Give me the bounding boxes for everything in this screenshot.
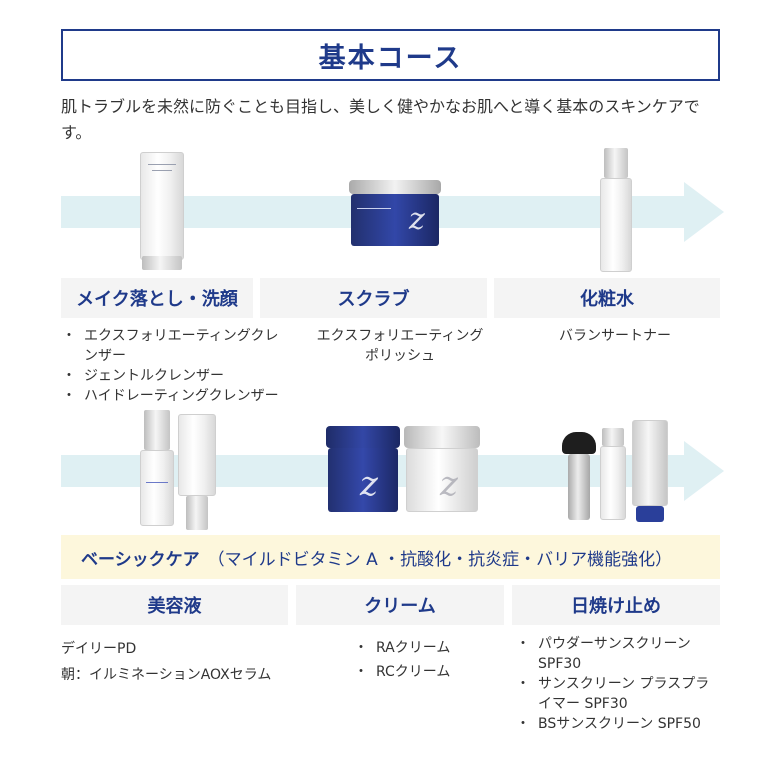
list-item: RAクリーム — [354, 636, 494, 660]
list-item: ハイドレーティングクレンザー — [62, 386, 290, 406]
step-header-sunscreen: 日焼け止め — [512, 585, 720, 625]
list-item: ポリッシュ — [365, 348, 435, 364]
intro-text: 肌トラブルを未然に防ぐことも目指し、美しく健やかなお肌へと導く基本のスキンケアで… — [61, 97, 700, 142]
list-item: エクスフォリエーティング — [316, 328, 484, 344]
step-label: 美容液 — [147, 596, 202, 617]
basic-care-subtitle: （マイルドビタミン A ・抗酸化・抗炎症・バリア機能強化） — [207, 549, 673, 570]
step-header-makeup-removal: メイク落とし・洗顔 — [61, 278, 253, 318]
daily-pd-bottle-image — [140, 410, 174, 526]
list-item: RCクリーム — [354, 660, 494, 684]
list-item: エクスフォリエーティングクレンザー — [62, 326, 290, 366]
exfoliating-polish-jar-image: z — [349, 180, 441, 246]
list-item: BSサンスクリーン SPF50 — [516, 714, 720, 734]
page-title: 基本コース — [318, 42, 463, 74]
list-item: ジェントルクレンザー — [62, 366, 290, 386]
step-label: 日焼け止め — [571, 596, 661, 617]
ra-cream-jar-image: z — [326, 426, 400, 512]
flow-arrow-head-1 — [684, 182, 724, 242]
balancer-toner-bottle-image — [600, 148, 632, 272]
sunscreen-product-list: パウダーサンスクリーン SPF30 サンスクリーン プラスプライマー SPF30… — [516, 634, 720, 734]
step-label: スクラブ — [337, 289, 410, 310]
step-header-serum: 美容液 — [61, 585, 288, 625]
section-title-box: 基本コース — [61, 29, 720, 81]
list-item: バランサートナー — [559, 328, 671, 344]
step-label: クリーム — [364, 596, 436, 617]
powder-sunscreen-brush-image — [562, 432, 596, 520]
step-header-cream: クリーム — [296, 585, 504, 625]
cream-product-list: RAクリーム RCクリーム — [354, 636, 494, 684]
illumination-aox-serum-image — [178, 414, 216, 530]
makeup-removal-product-list: エクスフォリエーティングクレンザー ジェントルクレンザー ハイドレーティングクレ… — [62, 326, 290, 406]
rc-cream-jar-image: z — [404, 426, 480, 512]
list-item: 朝：イルミネーションAOXセラム — [61, 667, 272, 683]
step-label: メイク落とし・洗顔 — [76, 289, 238, 310]
sunscreen-primer-bottle-image — [600, 428, 626, 520]
list-item: デイリーPD — [61, 641, 137, 657]
serum-product-text: デイリーPD 朝：イルミネーションAOXセラム — [61, 636, 301, 688]
basic-care-title: ベーシックケア — [81, 549, 200, 570]
list-item: サンスクリーン プラスプライマー SPF30 — [516, 674, 720, 714]
toner-product-text: バランサートナー — [510, 326, 720, 346]
bs-sunscreen-tube-image — [632, 420, 668, 522]
scrub-product-text: エクスフォリエーティング ポリッシュ — [295, 326, 505, 366]
step-header-toner: 化粧水 — [494, 278, 720, 318]
step-header-scrub: スクラブ — [260, 278, 487, 318]
cleanser-tube-image — [140, 152, 184, 270]
flow-arrow-head-2 — [684, 441, 724, 501]
step-label: 化粧水 — [580, 289, 634, 310]
basic-care-bar: ベーシックケア （マイルドビタミン A ・抗酸化・抗炎症・バリア機能強化） — [61, 535, 720, 579]
list-item: パウダーサンスクリーン SPF30 — [516, 634, 720, 674]
